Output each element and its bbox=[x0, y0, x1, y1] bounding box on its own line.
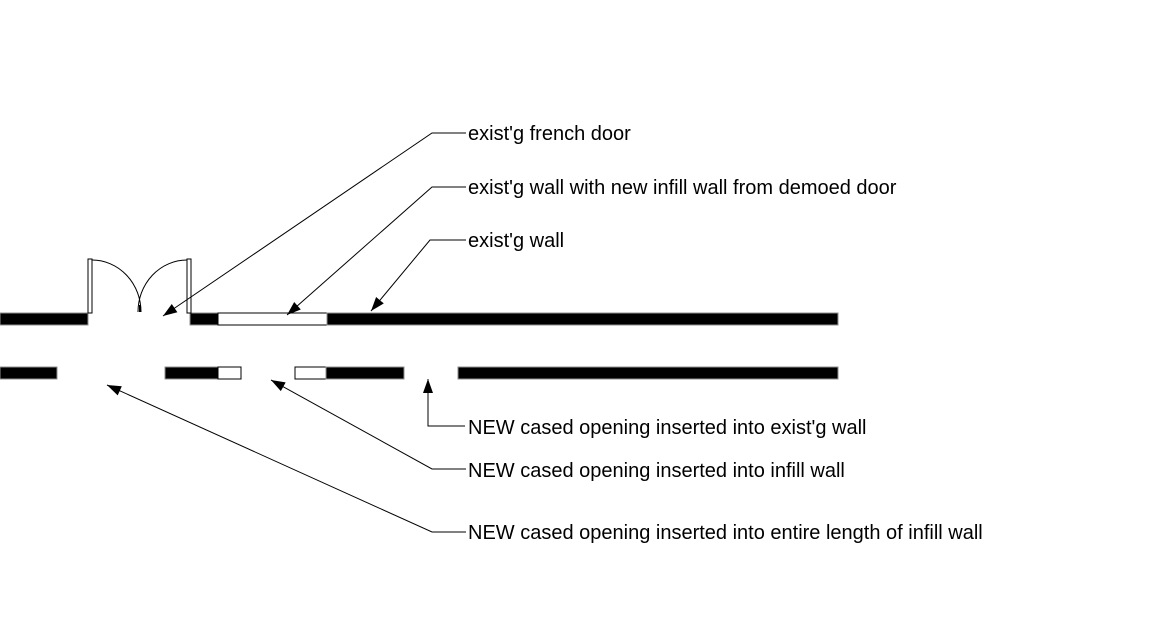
existing-wall-segment bbox=[0, 312, 89, 326]
label-new-opening-existing-wall: NEW cased opening inserted into exist'g … bbox=[468, 417, 866, 439]
label-new-opening-entire-infill: NEW cased opening inserted into entire l… bbox=[468, 522, 983, 544]
leader-opening-entire-infill bbox=[106, 384, 466, 533]
existing-wall-segment bbox=[0, 366, 58, 380]
leader-opening-infill-wall bbox=[270, 379, 466, 470]
existing-wall-segment bbox=[326, 312, 839, 326]
infill-wall-segment bbox=[217, 312, 328, 326]
leader-existing-wall bbox=[370, 239, 466, 312]
infill-wall-segment bbox=[294, 366, 327, 380]
french-door-symbol bbox=[87, 258, 192, 314]
existing-wall-segment bbox=[325, 366, 405, 380]
french-door-leaf-left bbox=[87, 258, 93, 314]
label-existing-wall: exist'g wall bbox=[468, 230, 564, 252]
top-wall bbox=[0, 312, 839, 326]
bottom-wall bbox=[0, 366, 839, 380]
leader-opening-existing-wall bbox=[423, 379, 465, 427]
existing-wall-segment bbox=[189, 312, 219, 326]
existing-wall-segment bbox=[164, 366, 219, 380]
leader-infill-wall bbox=[286, 186, 466, 316]
label-existing-wall-with-infill: exist'g wall with new infill wall from d… bbox=[468, 177, 897, 199]
label-new-opening-infill-wall: NEW cased opening inserted into infill w… bbox=[468, 460, 845, 482]
infill-wall-segment bbox=[217, 366, 242, 380]
door-swing-arc-right bbox=[137, 259, 188, 313]
door-swing-arc-left bbox=[91, 259, 142, 313]
label-existing-french-door: exist'g french door bbox=[468, 123, 631, 145]
existing-wall-segment bbox=[457, 366, 839, 380]
french-door-leaf-right bbox=[186, 258, 192, 314]
leader-french-door bbox=[162, 132, 466, 317]
